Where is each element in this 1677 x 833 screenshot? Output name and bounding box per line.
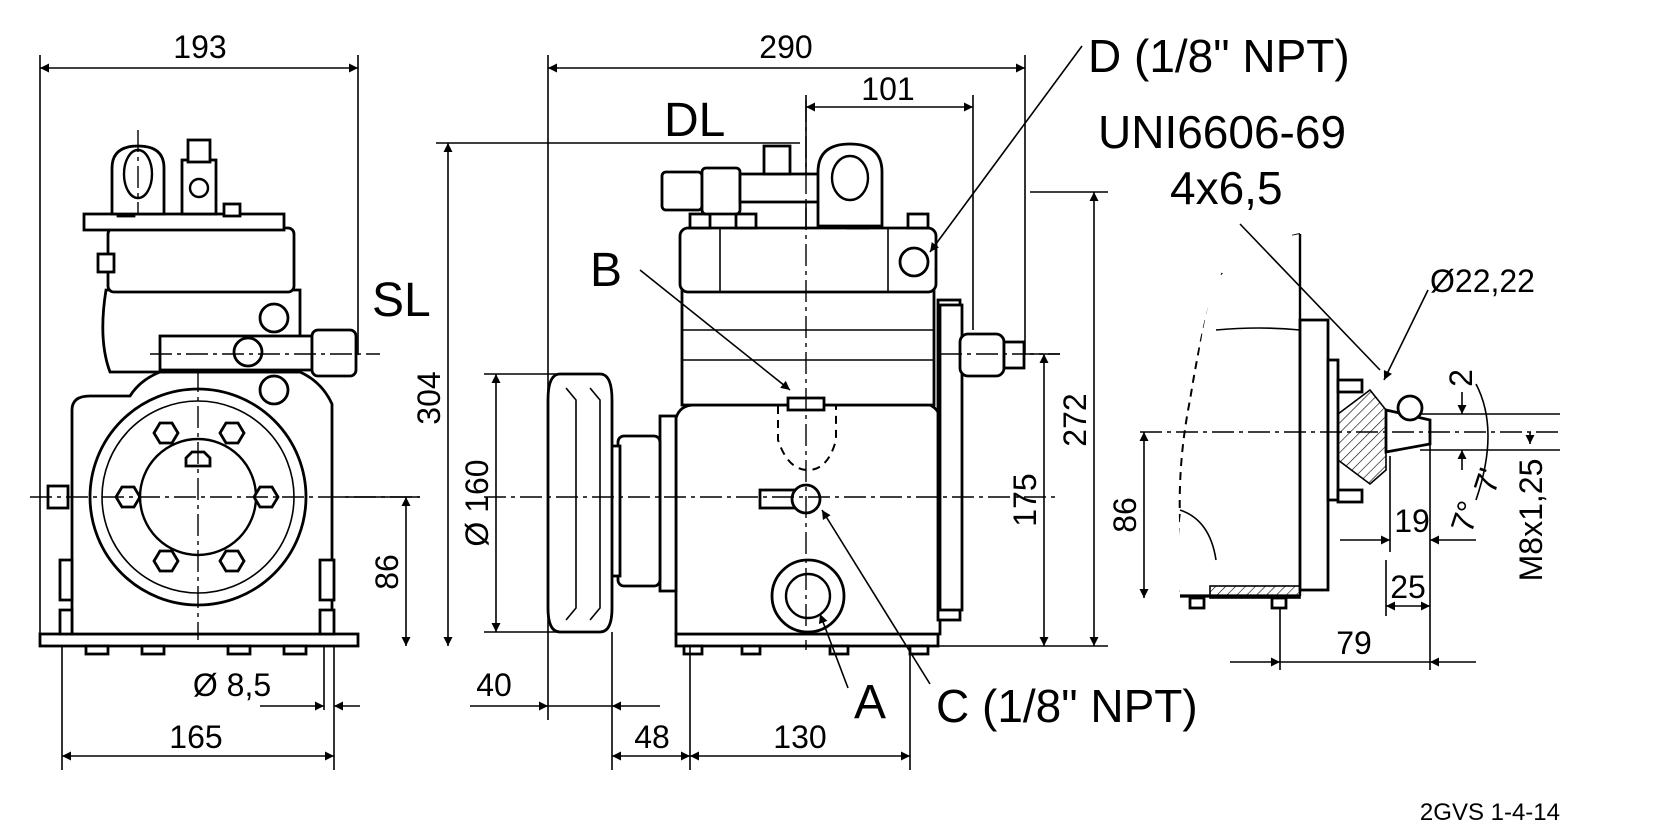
middle-side-view: 290 101 DL 304 (411, 29, 1350, 770)
dim-angle-a: 7° (1444, 496, 1488, 536)
left-base-plate (38, 632, 360, 648)
left-cylinder-head (106, 226, 296, 294)
dim-48: 48 (634, 719, 670, 755)
dim-101: 101 (861, 71, 914, 107)
plug-a (770, 558, 846, 634)
left-end-view: 193 (30, 29, 431, 770)
dim-thread: M8x1,25 (1513, 459, 1549, 582)
middle-cylinder-block (680, 288, 936, 407)
dim-angle-b: 7' (1467, 464, 1509, 498)
shaft-flange (1298, 318, 1330, 592)
dim-193: 193 (173, 29, 226, 65)
right-shaft-detail: UNI6606-69 4x6,5 Ø22,22 2 7° 7 (1098, 106, 1560, 670)
dim-79: 79 (1336, 625, 1372, 661)
pulley (546, 372, 614, 634)
dim-bore-dia: Ø22,22 (1430, 263, 1535, 299)
dim-272: 272 (1057, 393, 1093, 446)
dim-keyway: 2 (1443, 369, 1479, 387)
dim-25: 25 (1390, 569, 1426, 605)
dim-pulley-dia: Ø 160 (459, 459, 495, 546)
label-d: D (1/8" NPT) (1088, 30, 1350, 82)
label-b: B (590, 244, 622, 297)
dim-86-right: 86 (1107, 497, 1143, 533)
label-dl: DL (664, 94, 725, 147)
label-c: C (1/8" NPT) (936, 680, 1198, 732)
port-d (898, 246, 930, 278)
dim-40: 40 (476, 667, 512, 703)
label-a: A (854, 676, 886, 729)
dim-304: 304 (411, 371, 447, 424)
drawing-code: 2GVS 1-4-14 (1420, 799, 1560, 826)
dim-130: 130 (773, 719, 826, 755)
middle-base-plate (674, 632, 940, 648)
middle-cylinder-head (678, 226, 938, 294)
label-sl: SL (372, 274, 431, 327)
shaft-hub (1337, 388, 1387, 486)
dim-hole-dia: Ø 8,5 (193, 667, 271, 703)
label-uni: UNI6606-69 (1098, 106, 1346, 158)
dim-165: 165 (169, 719, 222, 755)
shaft-seal-housing (616, 434, 662, 588)
label-key: 4x6,5 (1170, 162, 1283, 214)
dim-290: 290 (759, 29, 812, 65)
discharge-fitting (660, 170, 704, 212)
middle-eyebolt (816, 142, 884, 228)
dim-86-left: 86 (369, 554, 405, 590)
dim-175: 175 (1007, 473, 1043, 526)
dim-19: 19 (1394, 503, 1430, 539)
